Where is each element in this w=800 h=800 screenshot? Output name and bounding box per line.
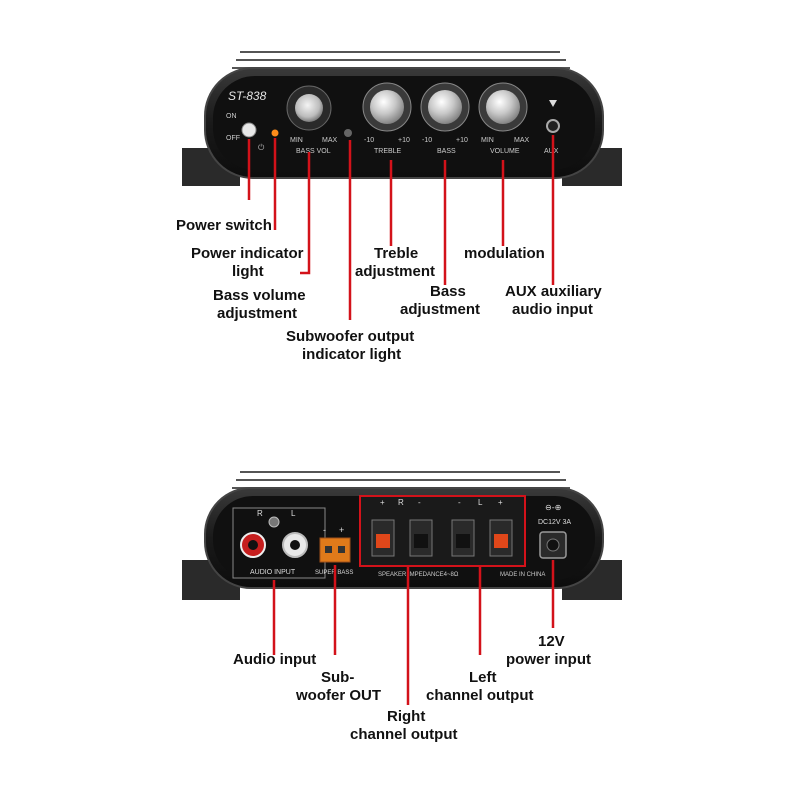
spk-l-minus: - [458, 498, 461, 507]
dc-jack-center [546, 538, 560, 552]
bass-knob-cap [428, 90, 462, 124]
ground-screw [268, 516, 280, 528]
spk-r: R [398, 498, 404, 507]
callout-right-1: Right [387, 708, 426, 725]
subwoofer-terminal[interactable] [319, 537, 351, 563]
model-label: ST-838 [228, 89, 267, 103]
callout-modulation: modulation [464, 245, 545, 262]
rca-left-jack-core [290, 540, 300, 550]
sub-terminal-hole-1 [325, 546, 332, 553]
aux-arrow-icon [549, 100, 557, 107]
rca-l-label: L [291, 509, 296, 518]
spk-r-plus: + [380, 498, 385, 507]
left-plus-tab [494, 534, 508, 548]
volume-max: MAX [514, 137, 530, 144]
aux-jack[interactable] [546, 119, 560, 133]
spk-l: L [478, 498, 483, 507]
back-panel-unit: R L AUDIO INPUT - + SUPER BASS + R - - L… [182, 471, 622, 600]
treble-max: +10 [398, 137, 410, 144]
callout-treble-1: Treble [374, 245, 419, 262]
audio-input-label: AUDIO INPUT [250, 569, 296, 576]
callout-sub-out-2: woofer OUT [296, 687, 381, 704]
callout-sub-indicator-2: indicator light [302, 346, 402, 363]
bass-vol-knob-cap [295, 94, 323, 122]
callout-audio-input: Audio input [233, 651, 317, 668]
callout-aux-1: AUX auxiliary [505, 283, 602, 300]
callout-aux-2: audio input [512, 301, 593, 318]
power-led [271, 129, 279, 137]
callout-power-switch: Power switch [176, 217, 272, 234]
callout-left-2: channel output [426, 687, 534, 704]
aux-title: AUX [544, 148, 559, 155]
rca-right-jack-core [248, 540, 258, 550]
callout-bass-volume-1: Bass volume [213, 287, 306, 304]
bass-vol-min: MIN [290, 137, 303, 144]
callout-power-indicator-2: light [232, 263, 264, 280]
bass-vol-max: MAX [322, 137, 338, 144]
callout-left-1: Left [469, 669, 497, 686]
back-heatsink-fins [232, 471, 570, 489]
heatsink-fins [232, 51, 570, 69]
subwoofer-led [344, 129, 352, 137]
switch-off-label: OFF [226, 135, 240, 142]
power-icon: ⏻ [258, 143, 265, 152]
right-minus-tab [414, 534, 428, 548]
bass-max: +10 [456, 137, 468, 144]
callout-bass-adj-1: Bass [430, 283, 466, 300]
front-panel-unit: ST-838 ON OFF ⏻ MIN MAX BASS VOL -10 +10… [182, 51, 622, 186]
right-plus-tab [376, 534, 390, 548]
callout-power-indicator-1: Power indicator [191, 245, 304, 262]
callout-power-1: 12V [538, 633, 565, 650]
dc-polarity-icon: ⊖-⊕ [545, 503, 561, 512]
treble-min: -10 [364, 137, 374, 144]
callout-power-2: power input [506, 651, 591, 668]
callout-bass-volume-2: adjustment [217, 305, 298, 322]
back-leader-lines [272, 560, 555, 705]
bass-title: BASS [437, 148, 456, 155]
bass-min: -10 [422, 137, 432, 144]
callout-sub-out-1: Sub- [321, 669, 355, 686]
volume-min: MIN [481, 137, 494, 144]
treble-title: TREBLE [374, 148, 402, 155]
callout-right-2: channel output [350, 726, 458, 743]
bass-vol-title: BASS VOL [296, 148, 331, 155]
power-switch[interactable] [241, 122, 257, 138]
callout-sub-indicator-1: Subwoofer output [286, 328, 415, 345]
treble-knob-cap [370, 90, 404, 124]
made-in-label: MADE IN CHINA [500, 572, 545, 578]
impedance-label: SPEAKER IMPEDANCE4~8Ω [378, 572, 459, 578]
spk-l-plus: + [498, 498, 503, 507]
callout-treble-2: adjustment [355, 263, 436, 280]
volume-title: VOLUME [490, 148, 520, 155]
switch-on-label: ON [226, 113, 237, 120]
rca-r-label: R [257, 509, 263, 518]
volume-knob-cap [486, 90, 520, 124]
dc-label: DC12V 3A [538, 519, 571, 526]
spk-r-minus: - [418, 498, 421, 507]
sub-plus-label: + [339, 525, 344, 535]
sub-minus-label: - [323, 525, 326, 535]
front-leader-lines [247, 135, 555, 320]
callout-bass-adj-2: adjustment [400, 301, 481, 318]
left-minus-tab [456, 534, 470, 548]
sub-terminal-hole-2 [338, 546, 345, 553]
